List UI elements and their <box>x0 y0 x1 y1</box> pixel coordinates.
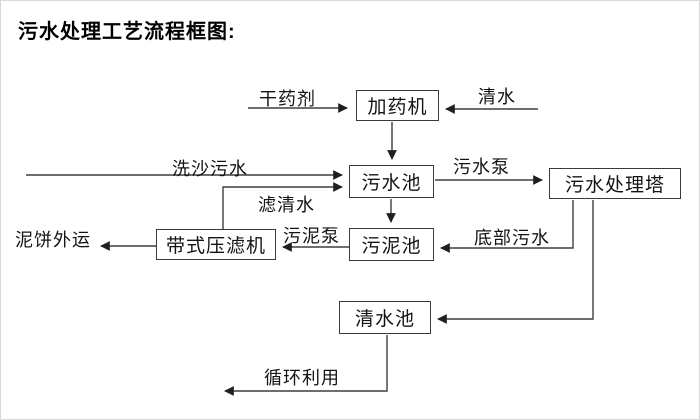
page-title: 污水处理工艺流程框图: <box>18 21 236 43</box>
flow-label-mud-cake-out: 泥饼外运 <box>15 230 91 250</box>
flow-label-clean-water: 清水 <box>478 87 516 107</box>
edge-clean-water-pool-to-recycling <box>224 335 388 396</box>
node-sewage-pool: 污水池 <box>349 165 434 198</box>
flow-label-filtered-water: 滤清水 <box>258 195 315 215</box>
edge-filtered-water-belt-press-to-sewage-pool <box>222 182 343 229</box>
edge-tower-to-clean-water-pool <box>437 200 594 324</box>
flow-label-dry-agent: 干药剂 <box>259 89 316 109</box>
flow-label-sand-washing-sewage: 洗沙污水 <box>172 159 248 179</box>
flow-label-sewage-pump: 污水泵 <box>453 157 510 177</box>
node-belt-filter-press: 带式压滤机 <box>156 229 276 260</box>
node-sewage-treatment-tower: 污水处理塔 <box>549 168 681 199</box>
flow-label-bottom-sewage: 底部污水 <box>474 228 550 248</box>
flow-label-sludge-pump: 污泥泵 <box>283 226 340 246</box>
node-sludge-pool: 污泥池 <box>349 228 434 261</box>
edge-bottom-sewage-tower-to-sludge-pool <box>440 200 574 253</box>
node-dosing-machine: 加药机 <box>356 90 439 121</box>
node-clean-water-pool: 清水池 <box>339 301 431 334</box>
flow-label-recycling: 循环利用 <box>264 368 340 388</box>
